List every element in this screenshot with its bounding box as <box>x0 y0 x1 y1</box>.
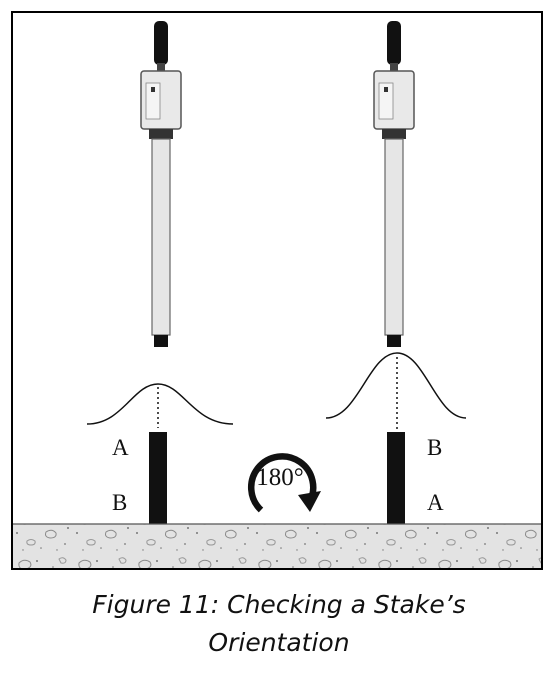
right-stake-top-label: B <box>427 435 442 460</box>
diagram-frame: A B B A 180° <box>11 11 543 570</box>
figure-caption: Figure 11: Checking a Stake’s Orientatio… <box>0 586 558 662</box>
left-locator-probe <box>140 21 182 347</box>
right-stake <box>387 432 405 524</box>
rotation-arrow-icon <box>248 453 321 513</box>
stake-orientation-diagram: A B B A 180° <box>13 21 541 568</box>
caption-line-1: Figure 11: Checking a Stake’s <box>92 590 466 619</box>
right-signal-curve <box>325 352 467 429</box>
left-stake-top-label: A <box>112 435 129 460</box>
left-stake <box>149 432 167 524</box>
caption-line-2: Orientation <box>208 628 350 657</box>
left-signal-curve <box>86 383 234 428</box>
right-stake-bottom-label: A <box>427 490 444 515</box>
left-stake-bottom-label: B <box>112 490 127 515</box>
rotation-label: 180° <box>256 464 304 491</box>
right-locator-probe <box>373 21 415 347</box>
ground <box>13 524 541 568</box>
